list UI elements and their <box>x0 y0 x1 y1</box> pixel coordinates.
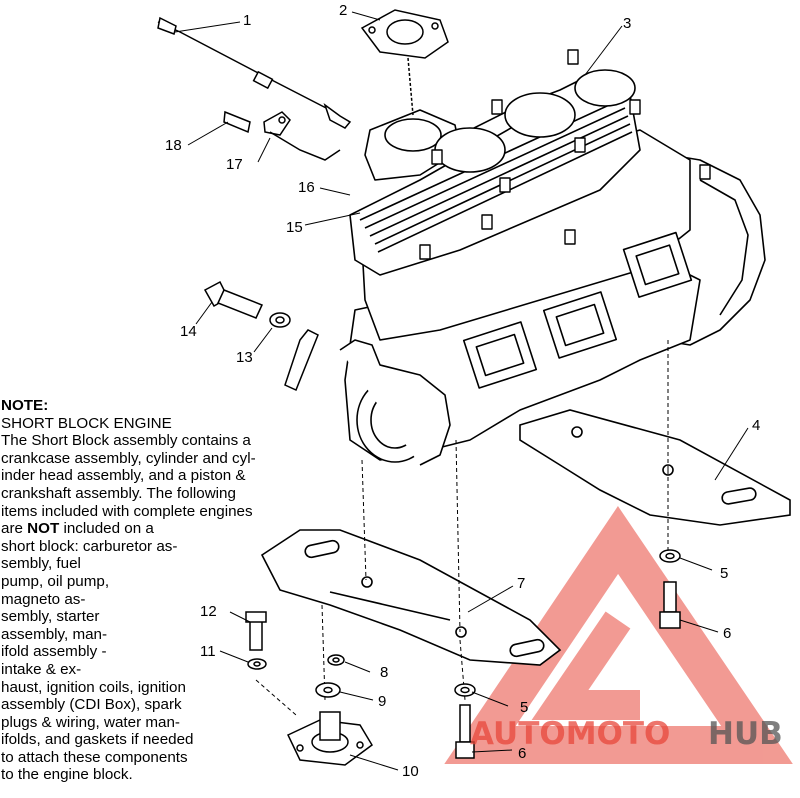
note-are-prefix: are <box>1 520 28 538</box>
callout-13: 13 <box>236 349 253 366</box>
note-line: crankshaft assembly. The following <box>1 484 236 502</box>
note-line: plugs & wiring, water man- <box>1 713 180 731</box>
engine-block <box>339 49 766 466</box>
note-line: items included with complete engines <box>1 502 253 520</box>
note-line: to the engine block. <box>1 766 133 784</box>
note-line: sembly, fuel <box>1 555 81 573</box>
alignment-lines <box>255 340 669 716</box>
leader-lines <box>174 11 749 771</box>
callout-17: 17 <box>226 156 243 173</box>
part-17-18-sensor <box>223 110 341 161</box>
note-line: short block: carburetor as- <box>1 537 178 555</box>
note-heading: NOTE: <box>1 397 49 414</box>
note-line: assembly (CDI Box), spark <box>1 696 182 714</box>
callout-15: 15 <box>286 219 303 236</box>
callout-2: 2 <box>339 2 347 19</box>
note-block: NOTE: SHORT BLOCK ENGINE The Short Block… <box>1 397 291 784</box>
watermark-text: AUTOMOTO HUB <box>470 716 783 752</box>
callout-14: 14 <box>180 323 197 340</box>
part-4-bracket <box>519 409 791 526</box>
callout-8: 8 <box>380 664 388 681</box>
callout-1: 1 <box>243 12 251 29</box>
watermark-part2: HUB <box>708 716 783 752</box>
watermark-part1: AUTOMOTO <box>470 716 670 752</box>
note-line: to attach these components <box>1 748 188 766</box>
note-are-suffix: included on a <box>59 520 154 538</box>
note-line: intake & ex- <box>1 660 82 678</box>
part-8-12-mount <box>245 611 373 766</box>
note-line: crankcase assembly, cylinder and cyl- <box>1 449 256 467</box>
callout-6b: 6 <box>518 745 526 762</box>
callout-16: 16 <box>298 179 315 196</box>
callout-6a: 6 <box>723 625 731 642</box>
part-2-gasket <box>360 9 449 116</box>
note-line: ifolds, and gaskets if needed <box>1 731 194 749</box>
callout-5b: 5 <box>520 699 528 716</box>
note-line: inder head assembly, and a piston & <box>1 467 246 485</box>
part-5-6-lower <box>454 683 476 759</box>
note-line: assembly, man- <box>1 625 108 643</box>
note-subheading: SHORT BLOCK ENGINE <box>1 414 172 432</box>
callout-3: 3 <box>623 15 631 32</box>
callout-9: 9 <box>378 693 386 710</box>
callout-11: 11 <box>200 643 216 660</box>
callout-12: 12 <box>200 603 217 620</box>
callout-5a: 5 <box>720 565 728 582</box>
part-13-14-bolt <box>203 280 319 392</box>
note-line: magneto as- <box>1 590 86 608</box>
callout-10: 10 <box>402 763 419 780</box>
note-line: The Short Block assembly contains a <box>1 432 251 450</box>
part-1-cable <box>157 16 352 129</box>
callout-7: 7 <box>517 575 525 592</box>
callout-18: 18 <box>165 137 182 154</box>
note-not-bold: NOT <box>27 520 60 538</box>
callout-labels: 1 2 3 4 5 5 6 6 7 8 9 10 11 12 13 14 15 … <box>165 2 760 780</box>
callout-4: 4 <box>752 417 760 434</box>
note-line: haust, ignition coils, ignition <box>1 678 186 696</box>
part-7-bracket <box>260 529 562 666</box>
note-line-not: are NOT included on a <box>1 520 291 538</box>
note-line: ifold assembly - <box>1 643 107 661</box>
note-line: sembly, starter <box>1 608 100 626</box>
part-5-6-right <box>659 549 681 629</box>
note-line: pump, oil pump, <box>1 572 110 590</box>
